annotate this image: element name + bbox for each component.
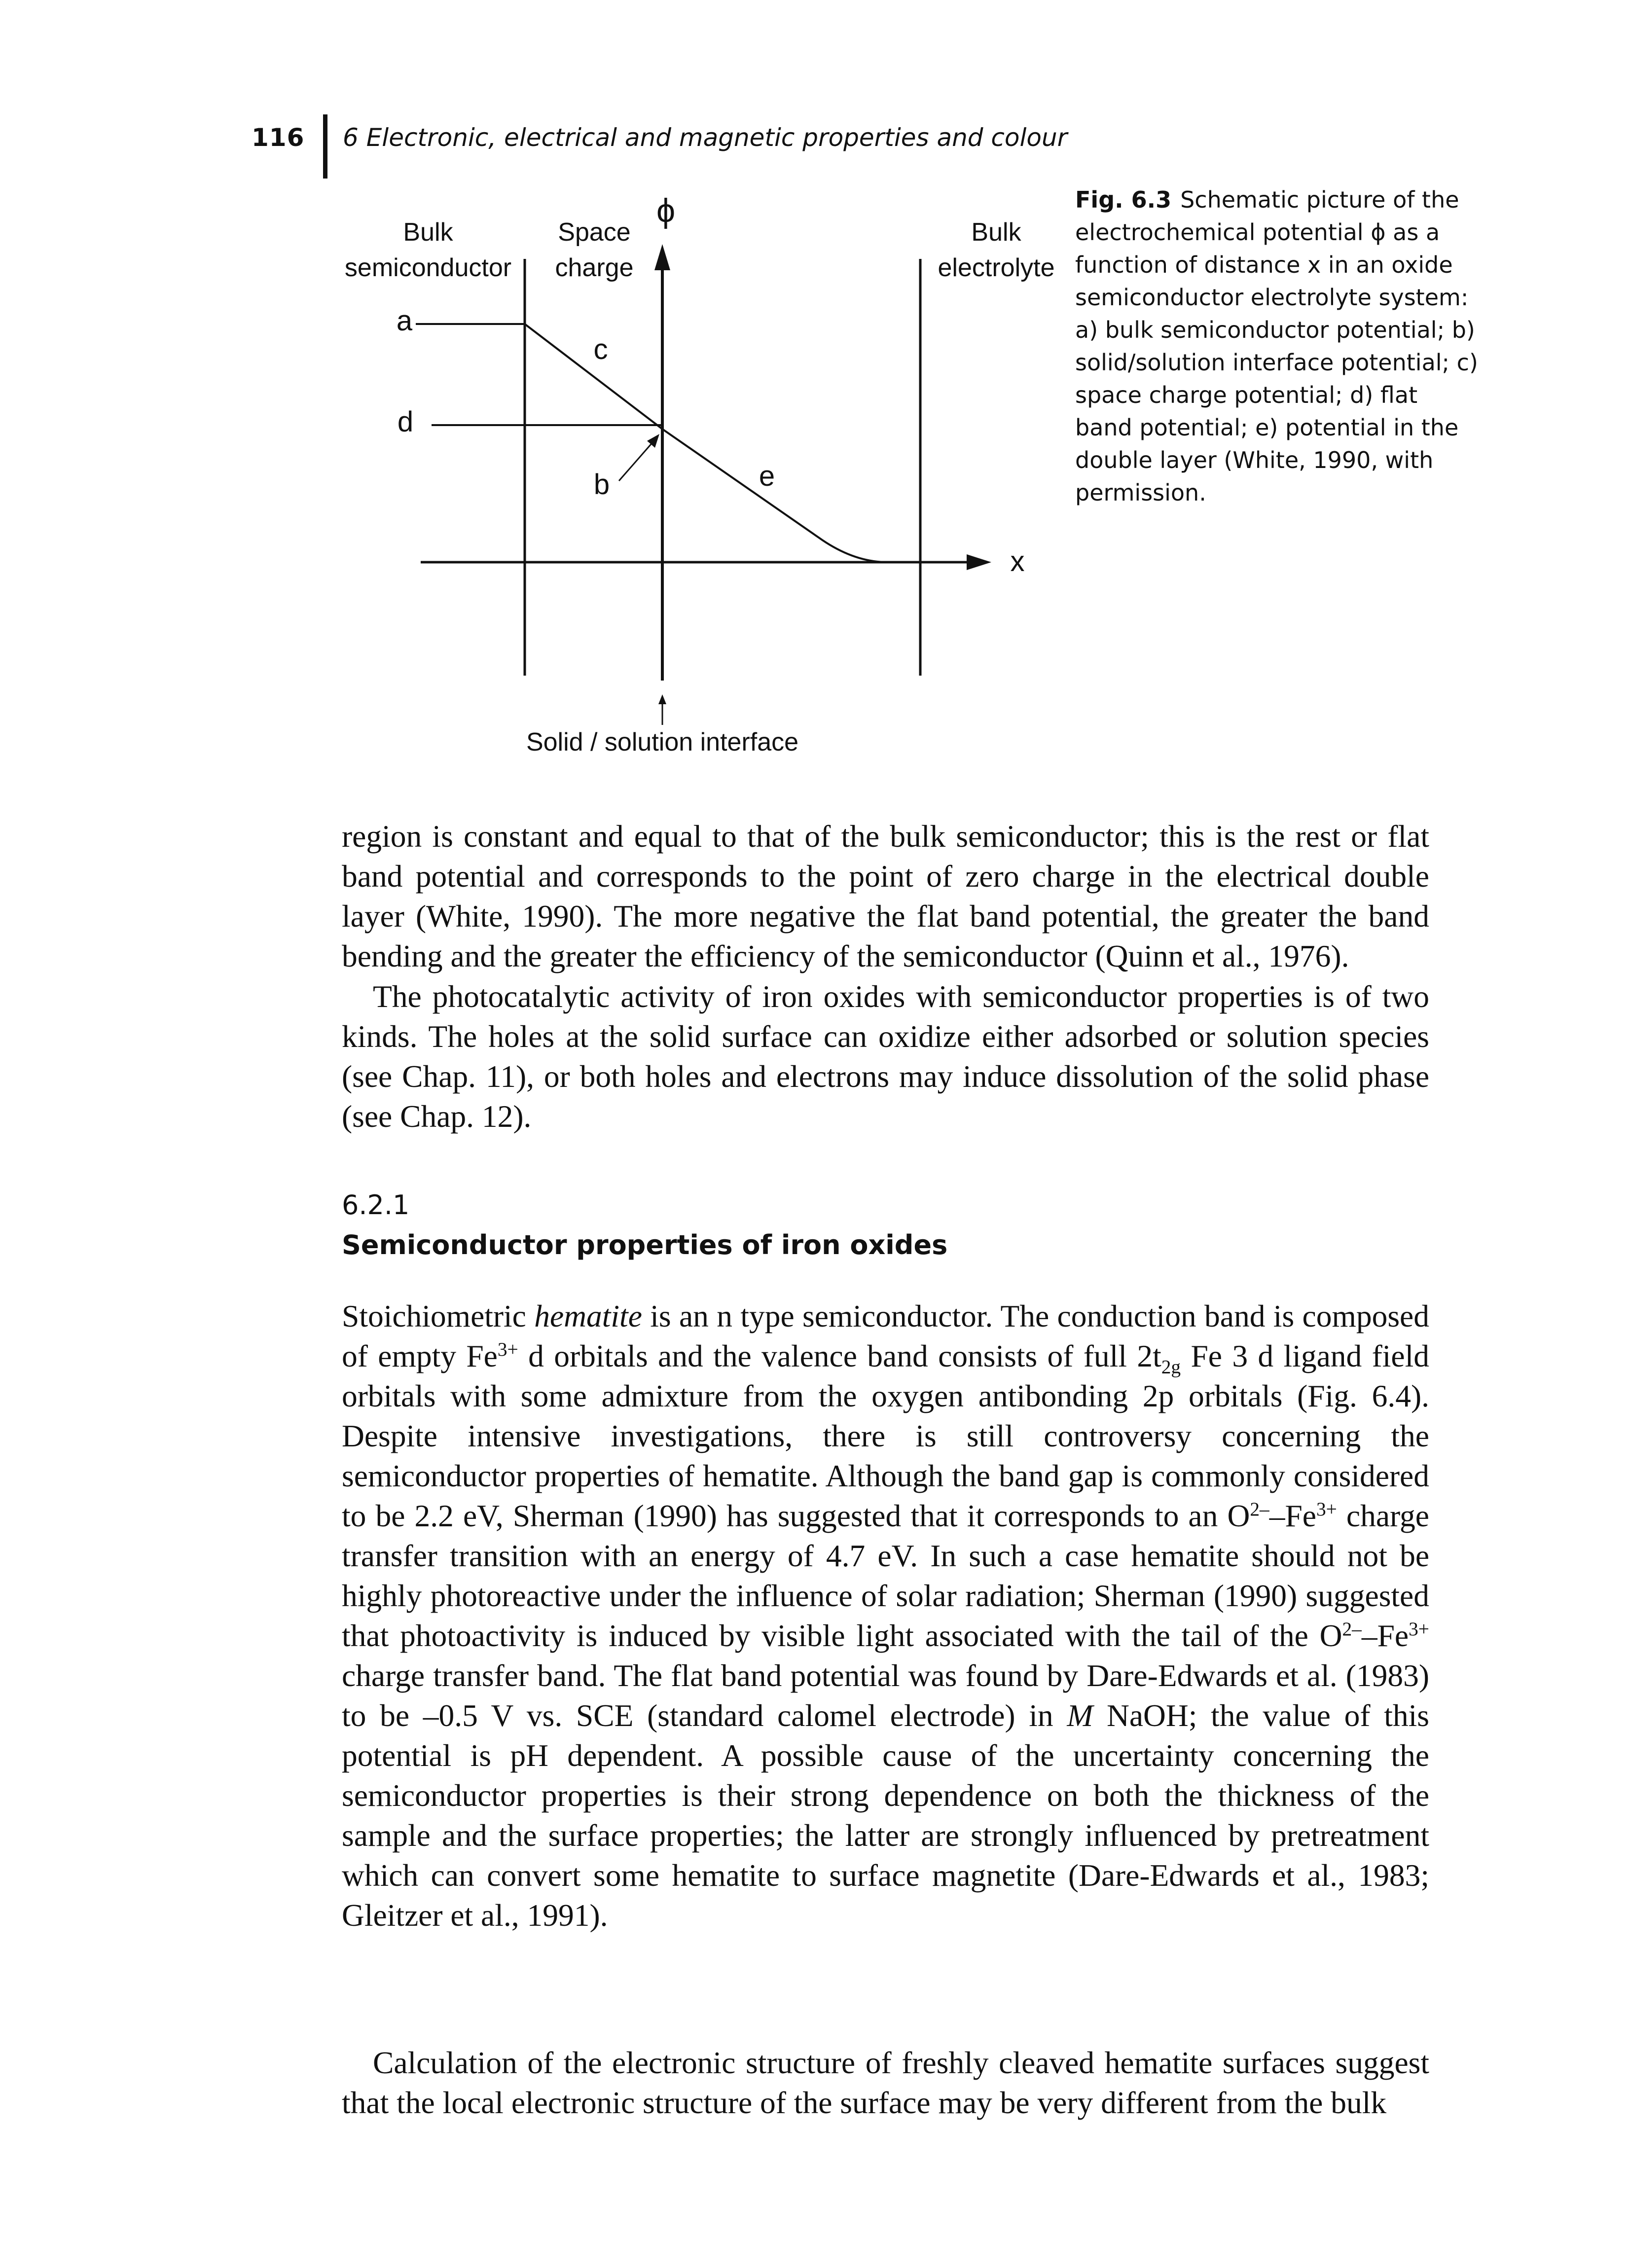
interface-pointer-arrowhead [658,694,666,704]
potential-diagram: Bulk semiconductor Space charge ϕ Bulk e… [345,192,1055,756]
label-space-charge-1: Space [558,218,630,247]
section-title: Semiconductor properties of iron oxides [342,1229,948,1260]
label-phi: ϕ [656,192,675,229]
label-a: a [397,305,413,337]
label-space-charge-2: charge [555,253,634,282]
figure-caption-number: Fig. 6.3 [1075,186,1172,213]
label-c: c [594,333,608,365]
body-paragraph-3: Stoichiometric hematite is an n type sem… [342,1298,1429,1933]
label-e: e [759,460,775,492]
page-number: 116 [252,123,305,152]
chapter-title: 6 Electronic, electrical and magnetic pr… [343,123,1068,152]
label-bulk-semiconductor-1: Bulk [403,218,453,247]
label-bulk-semiconductor-2: semiconductor [345,253,511,282]
phi-axis-arrowhead [654,244,670,270]
body-paragraph-4: Calculation of the electronic structure … [342,2045,1429,2120]
b-pointer-arrowhead [647,434,659,448]
header-rule [323,114,327,179]
figure-caption-text: Schematic picture of the electrochemical… [1075,186,1478,506]
body-paragraph-1: region is constant and equal to that of … [342,819,1429,973]
potential-curve [485,323,920,563]
body-paragraph-2: The photocatalytic activity of iron oxid… [342,979,1429,1134]
label-bulk-electrolyte-1: Bulk [971,218,1021,247]
running-header: 116 6 Electronic, electrical and magneti… [0,0,1629,187]
label-d: d [398,406,413,438]
x-axis-arrowhead [967,554,991,570]
section-number: 6.2.1 [342,1189,410,1221]
label-interface: Solid / solution interface [526,728,798,756]
b-pointer-line [618,441,654,481]
label-b: b [594,468,610,501]
label-x: x [1011,545,1025,577]
label-bulk-electrolyte-2: electrolyte [938,253,1055,282]
